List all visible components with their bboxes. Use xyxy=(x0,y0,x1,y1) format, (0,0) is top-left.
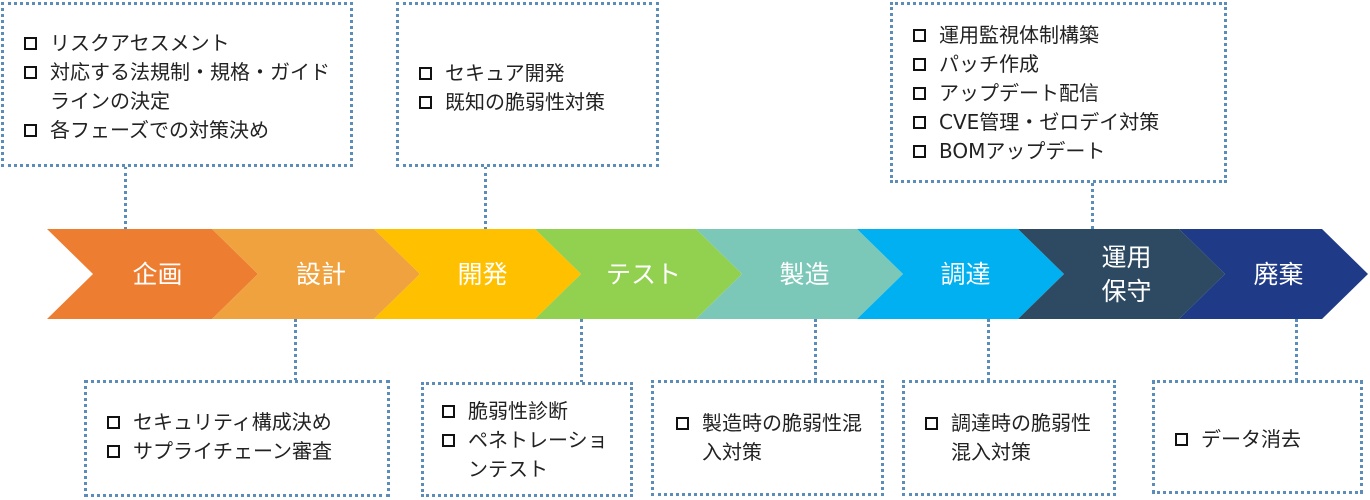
stage-manufacturing: 製造 xyxy=(742,229,857,320)
checkbox-bullet-icon xyxy=(913,29,926,42)
checkbox-bullet-icon xyxy=(419,67,432,80)
connector-development xyxy=(484,166,487,230)
connector-planning xyxy=(124,166,127,230)
stage-development: 開発 xyxy=(420,229,535,320)
list-item: 脆弱性診断 xyxy=(440,397,624,426)
connector-disposal xyxy=(1295,319,1298,381)
procurement-measures-box: 調達時の脆弱性混入対策 xyxy=(902,380,1116,496)
checkbox-bullet-icon xyxy=(442,434,455,447)
stage-label: 製造 xyxy=(779,259,830,289)
checkbox-bullet-icon xyxy=(24,124,37,137)
checkbox-bullet-icon xyxy=(24,37,37,50)
list-item: 既知の脆弱性対策 xyxy=(417,88,644,117)
checkbox-bullet-icon xyxy=(913,116,926,129)
manufacturing-measures-box: 製造時の脆弱性混入対策 xyxy=(651,380,884,496)
stage-chevron-test xyxy=(535,229,742,319)
checkbox-bullet-icon xyxy=(676,417,689,430)
connector-test xyxy=(580,319,583,383)
stage-test: テスト xyxy=(581,229,696,320)
list-item: 調達時の脆弱性混入対策 xyxy=(923,409,1107,467)
stage-label: 設計 xyxy=(295,259,346,289)
connector-manufacturing xyxy=(814,319,817,381)
stage-chevron-design xyxy=(212,229,420,319)
design-measures-box: セキュリティ構成決め サプライチェーン審査 xyxy=(84,380,390,497)
list-item: セキュア開発 xyxy=(417,59,644,88)
list-item: データ消去 xyxy=(1173,425,1354,454)
stage-label: 廃棄 xyxy=(1253,259,1304,289)
stage-chevron-operation xyxy=(1018,229,1225,319)
checkbox-bullet-icon xyxy=(913,58,926,71)
checkbox-bullet-icon xyxy=(419,96,432,109)
stage-chevron-manufacturing xyxy=(696,229,903,319)
stage-label: 運用 保守 xyxy=(1101,242,1152,306)
stage-chevron-planning xyxy=(47,229,258,319)
stage-chevron-procurement xyxy=(857,229,1064,319)
list-item: アップデート配信 xyxy=(911,79,1216,108)
list-item: 製造時の脆弱性混入対策 xyxy=(674,409,875,467)
checkbox-bullet-icon xyxy=(925,417,938,430)
list-item: BOMアップデート xyxy=(911,137,1216,166)
stage-chevron-development xyxy=(374,229,581,319)
list-item: サプライチェーン審査 xyxy=(105,437,379,466)
list-item: リスクアセスメント xyxy=(22,29,336,58)
list-item: 運用監視体制構築 xyxy=(911,21,1216,50)
stage-disposal: 廃棄 xyxy=(1225,229,1322,320)
development-measures-box: セキュア開発 既知の脆弱性対策 xyxy=(396,2,659,167)
connector-procurement xyxy=(987,319,990,381)
checkbox-bullet-icon xyxy=(442,405,455,418)
connector-operation xyxy=(1091,182,1094,230)
disposal-measures-box: データ消去 xyxy=(1152,380,1363,494)
checkbox-bullet-icon xyxy=(24,66,37,79)
list-item: パッチ作成 xyxy=(911,50,1216,79)
operation-measures-box: 運用監視体制構築 パッチ作成 アップデート配信 CVE管理・ゼロデイ対策 BOM… xyxy=(890,2,1227,183)
test-measures-box: 脆弱性診断 ペネトレーションテスト xyxy=(421,382,633,497)
checkbox-bullet-icon xyxy=(913,87,926,100)
list-item: ペネトレーションテスト xyxy=(440,426,624,484)
list-item: 対応する法規制・規格・ガイドラインの決定 xyxy=(22,58,336,116)
list-item: CVE管理・ゼロデイ対策 xyxy=(911,108,1216,137)
connector-design xyxy=(294,319,297,381)
stage-design: 設計 xyxy=(258,229,374,320)
stage-label: 企画 xyxy=(132,259,183,289)
checkbox-bullet-icon xyxy=(913,145,926,158)
stage-label: テスト xyxy=(605,259,681,289)
stage-planning: 企画 xyxy=(93,229,212,320)
checkbox-bullet-icon xyxy=(107,416,120,429)
checkbox-bullet-icon xyxy=(107,445,120,458)
stage-procurement: 調達 xyxy=(903,229,1018,320)
stage-chevron-disposal xyxy=(1179,229,1368,319)
stage-operation: 運用 保守 xyxy=(1064,229,1179,320)
stage-label: 調達 xyxy=(940,259,991,289)
planning-measures-box: リスクアセスメント 対応する法規制・規格・ガイドラインの決定 各フェーズでの対策… xyxy=(1,2,353,167)
checkbox-bullet-icon xyxy=(1175,433,1188,446)
stage-label: 開発 xyxy=(457,259,508,289)
list-item: 各フェーズでの対策決め xyxy=(22,116,336,145)
list-item: セキュリティ構成決め xyxy=(105,408,379,437)
